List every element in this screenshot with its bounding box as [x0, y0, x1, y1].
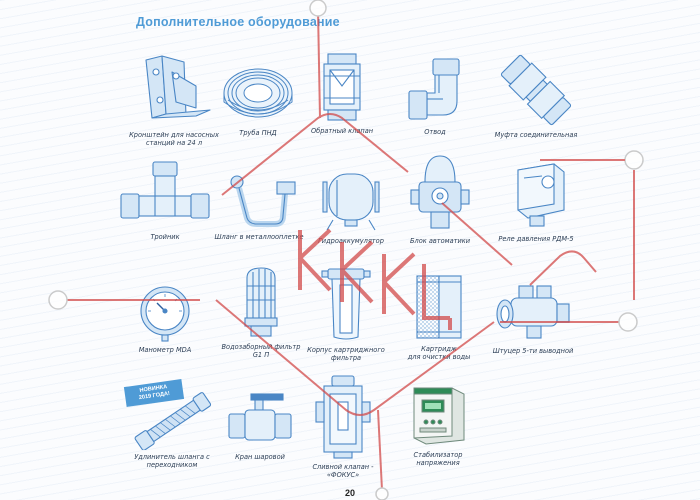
- product-label: Шланг в металлооплетке: [214, 233, 304, 241]
- product-label: Отвод: [424, 128, 446, 136]
- product-label: Кран шаровой: [235, 453, 285, 461]
- five-way-fitting-icon: [496, 285, 570, 339]
- product-label: Кронштейн для насосных станций на 24 л: [129, 131, 219, 147]
- product-label: Блок автоматики: [409, 237, 471, 245]
- page-number: 20: [344, 488, 355, 498]
- product-item[interactable]: Сливной клапан - «ФОКУС»: [288, 372, 398, 479]
- product-label: Штуцер 5-ти выводной: [492, 347, 574, 355]
- product-item[interactable]: Отвод: [380, 55, 490, 136]
- page-title: Дополнительное оборудование: [136, 15, 340, 29]
- automation-unit-icon: [410, 155, 470, 229]
- product-label: Реле давления РДМ-5: [498, 235, 574, 243]
- manometer-icon: [140, 286, 190, 342]
- hose-extension-icon: [134, 392, 212, 450]
- drain-valve-icon: [315, 375, 371, 459]
- product-item[interactable]: Тройник: [110, 160, 220, 241]
- product-item[interactable]: Кронштейн для насосных станций на 24 л: [119, 52, 229, 147]
- ball-valve-icon: [228, 393, 292, 441]
- product-item[interactable]: Манометр MDA: [110, 283, 220, 354]
- product-item[interactable]: Реле давления РДМ-5: [481, 158, 591, 243]
- product-item[interactable]: Стабилизатор напряжения: [383, 382, 493, 467]
- product-label: Манометр MDA: [138, 346, 192, 354]
- braided-hose-icon: [230, 175, 296, 227]
- product-label: Тройник: [150, 233, 180, 241]
- product-label: Сливной клапан - «ФОКУС»: [312, 463, 374, 479]
- bracket-icon: [145, 55, 211, 119]
- product-item[interactable]: Удлинитель шланга с переходником: [117, 380, 227, 469]
- product-label: Удлинитель шланга с переходником: [134, 453, 210, 469]
- accumulator-icon: [322, 173, 380, 231]
- intake-filter-icon: [244, 267, 278, 337]
- filter-housing-icon: [321, 268, 371, 340]
- cartridge-icon: [416, 275, 462, 339]
- voltage-stabilizer-icon: [413, 387, 465, 445]
- tee-icon: [120, 161, 210, 219]
- coupling-icon: [500, 54, 572, 126]
- product-item[interactable]: Штуцер 5-ти выводной: [478, 282, 588, 355]
- pipe-coil-icon: [223, 68, 293, 118]
- product-item[interactable]: Блок автоматики: [385, 152, 495, 245]
- check-valve-icon: [323, 53, 361, 121]
- product-item[interactable]: Муфта соединительная: [481, 52, 591, 139]
- product-label: Стабилизатор напряжения: [413, 451, 463, 467]
- product-label: Муфта соединительная: [494, 131, 578, 139]
- elbow-icon: [408, 58, 460, 120]
- pressure-relay-icon: [517, 163, 565, 227]
